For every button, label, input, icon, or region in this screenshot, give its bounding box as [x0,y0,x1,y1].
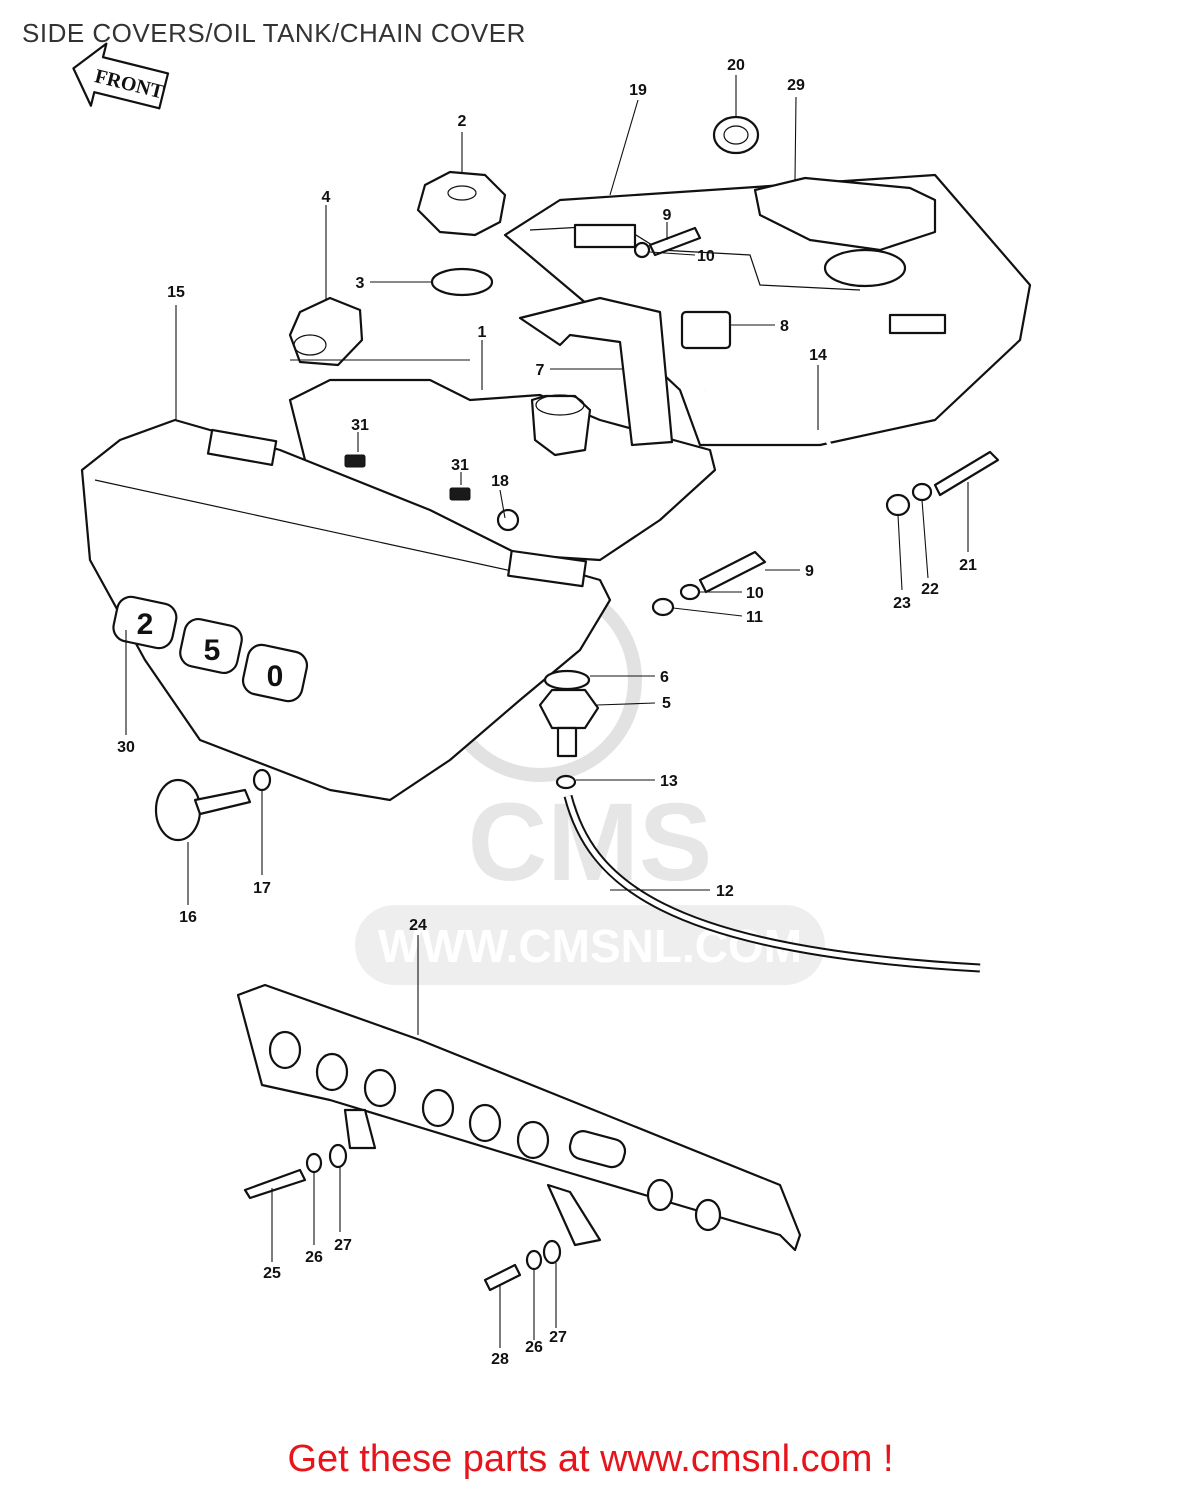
callout-6: 6 [660,669,669,686]
callout-24: 24 [409,917,427,934]
callout-9-lower: 9 [805,563,814,580]
callout-23: 23 [893,595,911,612]
front-arrow-icon: FRONT [72,42,170,110]
bolt-28-part [483,1263,522,1292]
callout-14: 14 [809,347,827,364]
mounting-knob-part [154,778,252,842]
callout-5: 5 [662,695,671,712]
callout-30: 30 [117,739,135,756]
washer-26-right-part [525,1249,543,1271]
grommet-part [712,115,760,155]
rubber-pad-part [753,176,937,252]
callout-20: 20 [727,57,745,74]
callout-27-right: 27 [549,1329,567,1346]
callout-11: 11 [746,609,763,626]
callout-16: 16 [179,909,197,926]
washer-11-part [651,597,675,617]
callout-25: 25 [263,1265,281,1282]
callout-7: 7 [536,362,545,379]
washer-27-left-part [328,1143,348,1169]
clamp-ring-part [555,774,577,790]
oil-tank-part [288,378,717,562]
emblem-250-part: 2 5 0 [112,595,309,703]
callout-27-left: 27 [334,1237,352,1254]
bolt-9-lower-part [698,550,767,594]
callout-28: 28 [491,1351,509,1368]
drain-plug-part [288,296,364,367]
exploded-parts-diagram: CMS WWW.CMSNL.COM FRONT [72,42,1032,1368]
callout-labels: 1 2 3 4 5 6 7 8 9 9 10 10 11 12 13 14 15… [117,57,977,1368]
knob-washer-part [252,768,272,792]
callout-31-left: 31 [351,417,369,434]
callout-8: 8 [780,318,789,335]
svg-text:5: 5 [204,634,221,667]
callout-2: 2 [458,113,467,130]
callout-26-right: 26 [525,1339,543,1356]
bolt-9-upper-part [648,226,702,257]
callout-21: 21 [959,557,977,574]
clip-part [680,310,732,350]
washer-10-upper-part [633,241,651,259]
tank-bracket-part [518,296,674,447]
cmsnl-parts-link[interactable]: Get these parts at www.cmsnl.com ! [287,1438,894,1480]
washer-10-lower-part [679,583,701,601]
callout-22: 22 [921,581,939,598]
washer-27-right-part [542,1239,562,1265]
callout-4: 4 [322,189,331,206]
callout-26-left: 26 [305,1249,323,1266]
callout-12: 12 [716,883,734,900]
callout-18: 18 [491,473,509,490]
nut-22-part [911,482,933,502]
o-ring-part [430,267,494,297]
bolt-21-part [933,450,1000,497]
callout-29: 29 [787,77,805,94]
callout-3: 3 [356,275,365,292]
washer-23-part [885,493,911,517]
oil-outlet-fitting-part [538,688,600,758]
callout-13: 13 [660,773,678,790]
callout-31-right: 31 [451,457,469,474]
watermark-url: WWW.CMSNL.COM [378,920,802,972]
callout-10-upper: 10 [697,248,715,265]
callout-19: 19 [629,82,647,99]
callout-10-lower: 10 [746,585,764,602]
svg-text:0: 0 [267,660,284,693]
svg-text:2: 2 [137,608,154,641]
oil-filler-cap-part [416,170,507,237]
leader-lines [125,75,969,1348]
callout-1: 1 [478,324,487,341]
chain-cover-part [236,983,802,1252]
washer-26-left-part [305,1152,323,1174]
side-cover-part [80,418,612,802]
callout-15: 15 [167,284,185,301]
o-ring-6-part [543,669,591,691]
callout-17: 17 [253,880,271,897]
callout-9-upper: 9 [663,207,672,224]
bolt-25-part [243,1168,307,1200]
